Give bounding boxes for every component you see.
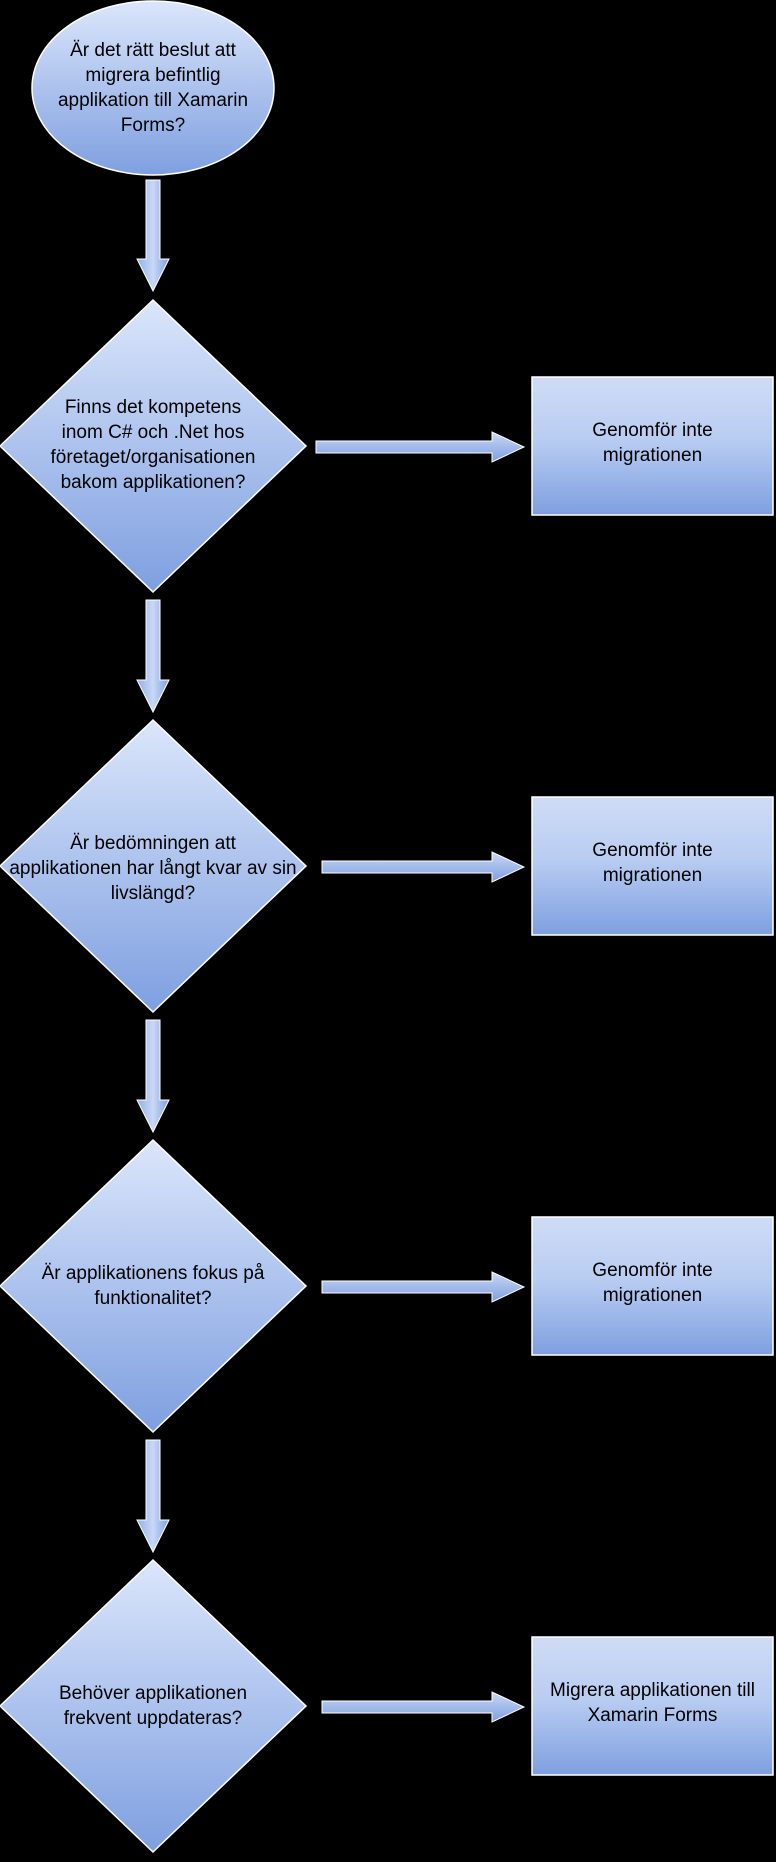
outcome-box-1	[531, 376, 774, 516]
arrow-q4-to-outcome	[321, 1691, 526, 1723]
outcome-label-4: Migrera applikationen till Xamarin Forms	[550, 1680, 755, 1726]
question-label-functionality: Är applikationens fokus på funktionalite…	[41, 1263, 265, 1309]
start-label: Är det rätt beslut att migrera befintlig…	[57, 40, 249, 136]
outcome-label-2: Genomför inte migrationen	[592, 840, 713, 886]
arrow-q1-to-outcome	[315, 431, 526, 463]
arrow-start-to-q1	[136, 179, 170, 293]
question-label-lifespan: Är bedömningen att applikationen har lån…	[9, 832, 297, 904]
question-label-competence: Finns det kompetens inom C# och .Net hos…	[50, 397, 256, 493]
arrow-q1-to-q2	[136, 599, 170, 714]
start-node	[31, 0, 275, 176]
outcome-box-3	[531, 1216, 774, 1356]
arrow-q3-to-outcome	[321, 1271, 526, 1303]
decision-updates	[0, 1558, 308, 1854]
arrow-q3-to-q4	[136, 1439, 170, 1554]
outcome-label-3: Genomför inte migrationen	[592, 1260, 713, 1306]
outcome-box-2	[531, 796, 774, 936]
arrow-q2-to-outcome	[321, 851, 526, 883]
outcome-label-1: Genomför inte migrationen	[592, 420, 713, 466]
decision-competence	[0, 298, 308, 594]
arrow-q2-to-q3	[136, 1019, 170, 1134]
question-label-updates: Behöver applikationen frekvent uppdatera…	[58, 1683, 248, 1729]
outcome-box-4	[531, 1636, 774, 1776]
decision-lifespan	[0, 718, 308, 1014]
decision-functionality	[0, 1138, 308, 1434]
